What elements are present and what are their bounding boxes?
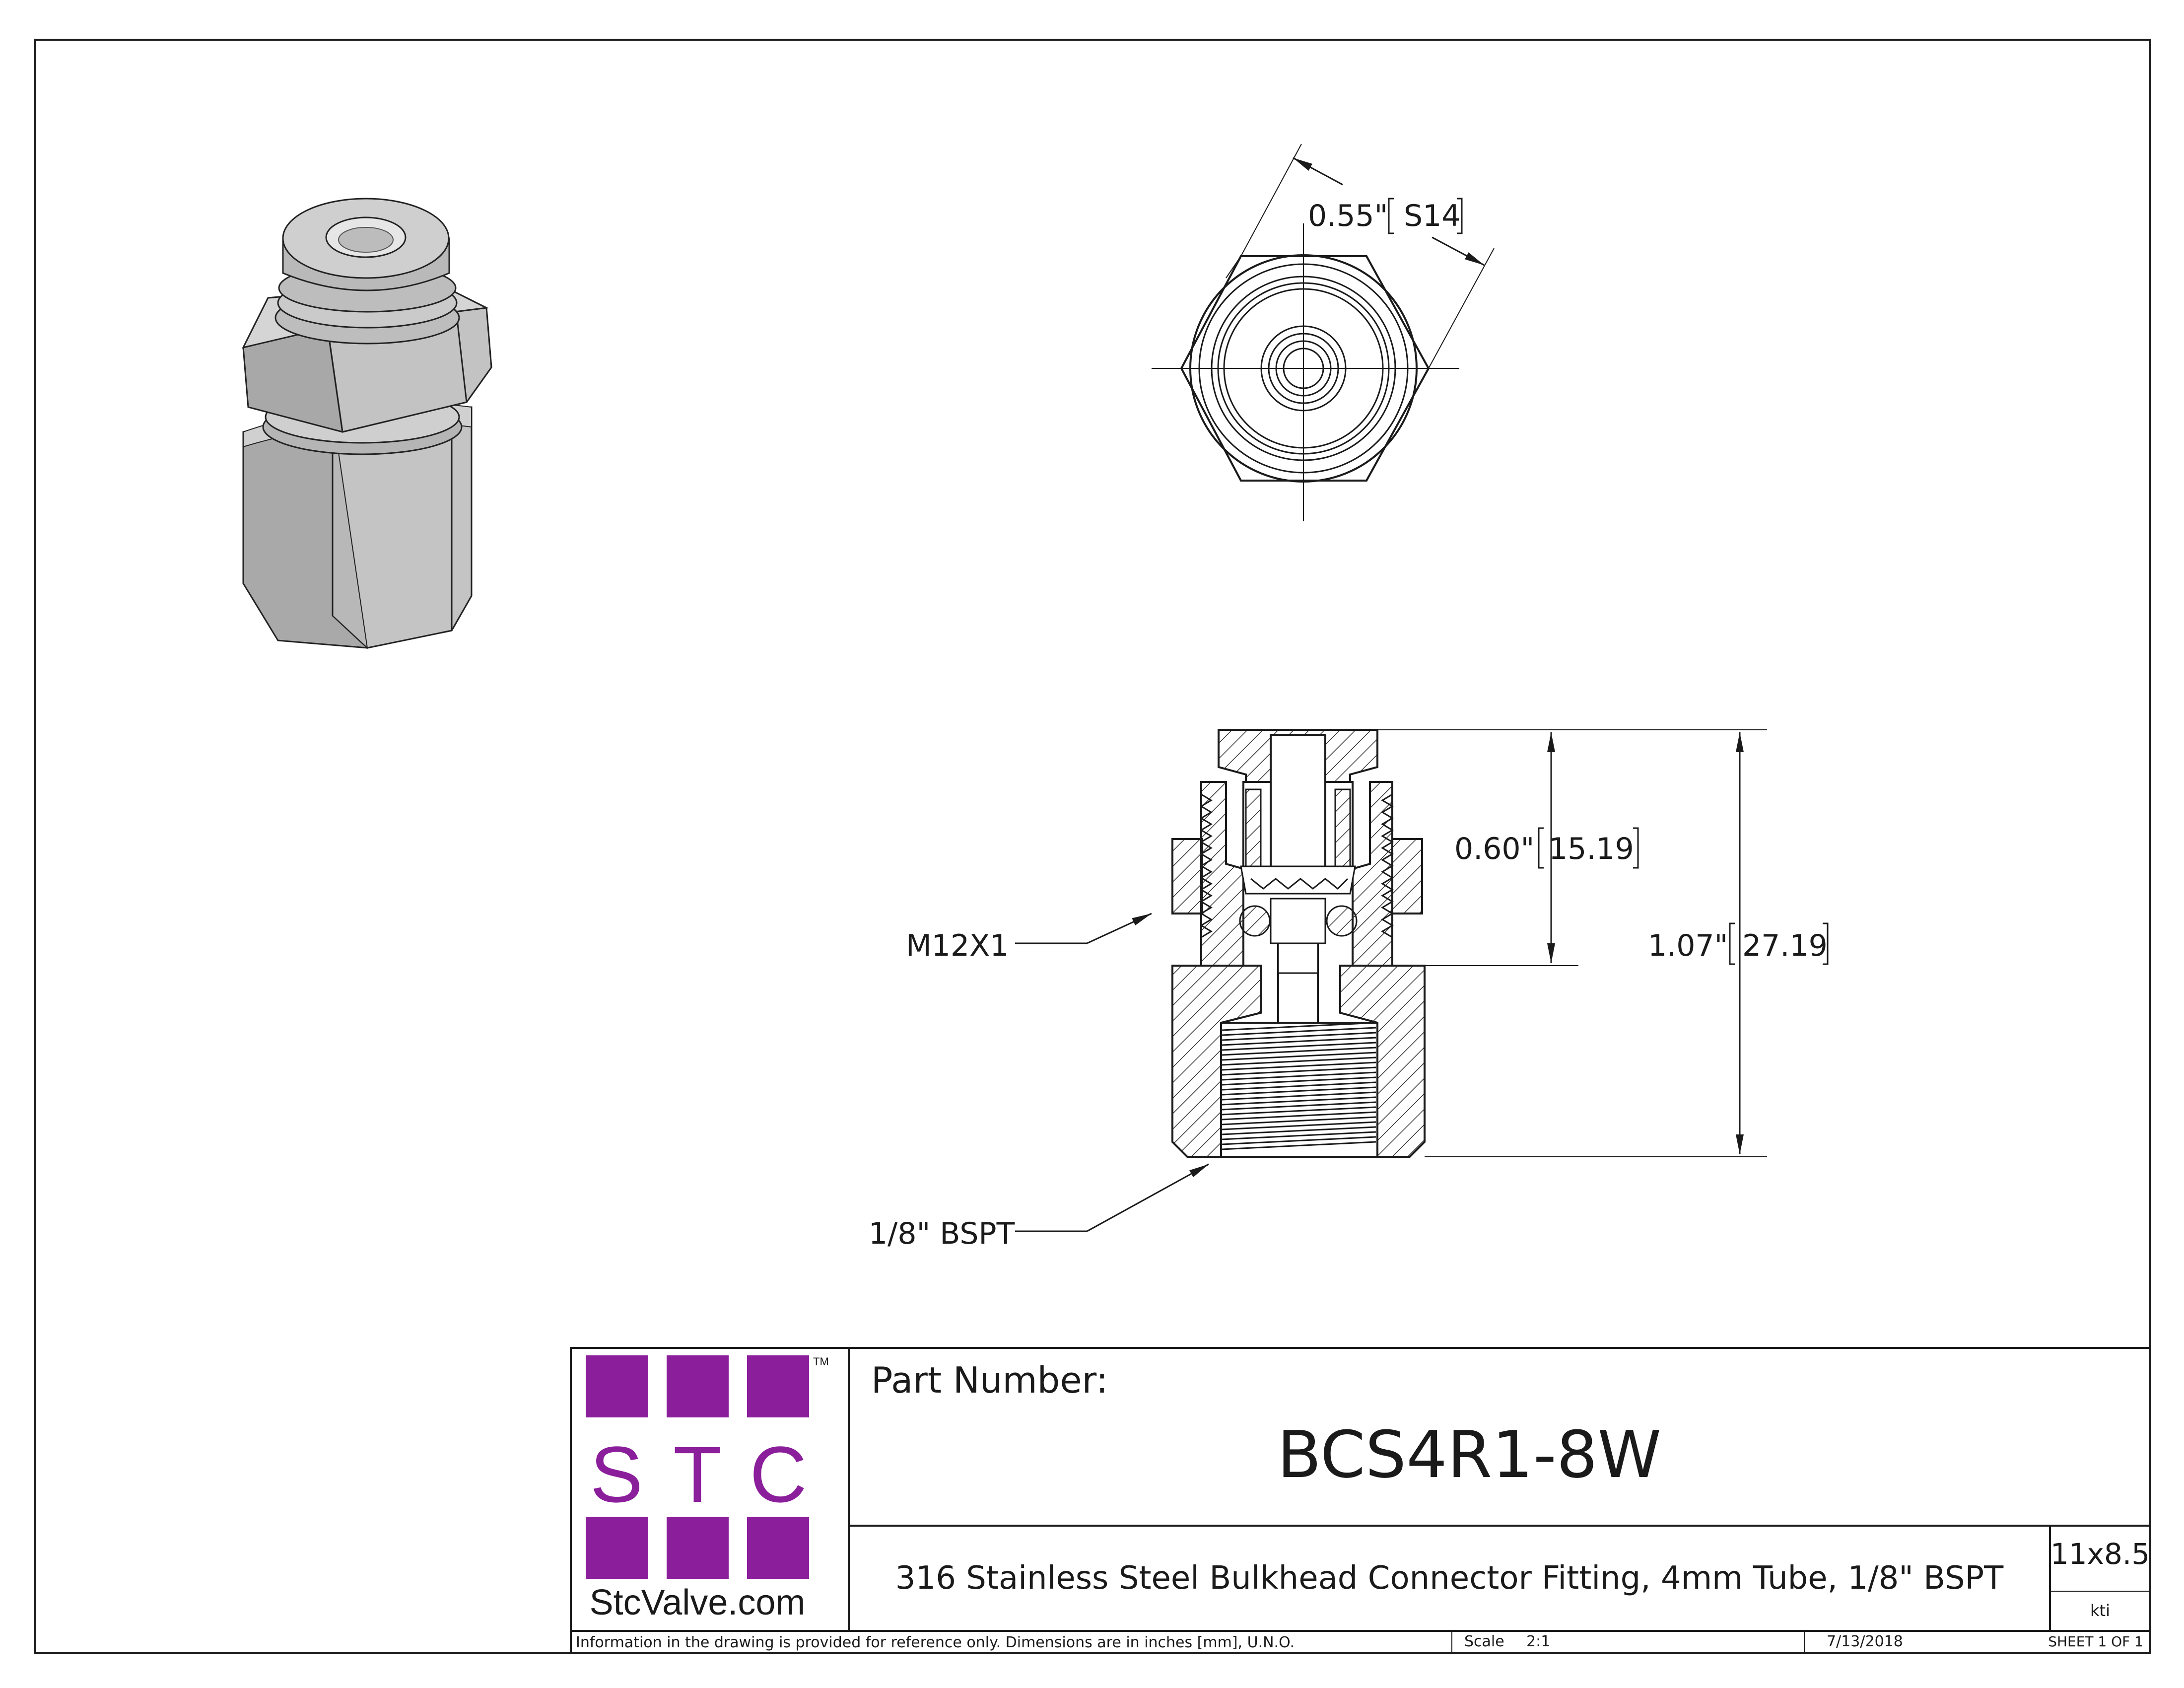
logo-square xyxy=(586,1517,648,1579)
scale-value: 2:1 xyxy=(1526,1633,1550,1650)
drawing-date: 7/13/2018 xyxy=(1827,1633,1903,1650)
short-height-inch: 0.60" xyxy=(1454,832,1534,866)
logo-letter-t: T xyxy=(673,1430,722,1519)
logo-square xyxy=(667,1517,729,1579)
scale-label: Scale xyxy=(1464,1633,1504,1650)
logo-square xyxy=(667,1355,729,1417)
reference-note: Information in the drawing is provided f… xyxy=(576,1634,1295,1651)
logo-square xyxy=(586,1355,648,1417)
thread-upper-label: M12X1 xyxy=(906,928,1009,963)
logo-website: StcValve.com xyxy=(590,1583,806,1622)
thread-lower-label: 1/8" BSPT xyxy=(869,1216,1015,1251)
logo-tm: TM xyxy=(813,1355,829,1368)
logo-letter-c: C xyxy=(750,1430,807,1519)
hex-dim-inch: 0.55" xyxy=(1308,199,1388,233)
isometric-view xyxy=(242,198,492,649)
top-view-dimension: 0.55" S14 xyxy=(1293,157,1485,266)
top-view xyxy=(1152,143,1495,521)
hex-dim-mm: S14 xyxy=(1404,199,1460,233)
section-dimensions: 0.60" 15.19 1.07" 27.19 M12X1 1/8" BSPT xyxy=(869,732,1829,1251)
short-height-mm: 15.19 xyxy=(1549,832,1634,866)
sheet-size: 11x8.5 xyxy=(2050,1537,2150,1571)
drawn-by: kti xyxy=(2090,1601,2110,1620)
logo-square xyxy=(747,1517,809,1579)
overall-height-inch: 1.07" xyxy=(1648,928,1728,963)
logo-square xyxy=(747,1355,809,1417)
logo-letter-s: S xyxy=(590,1430,643,1519)
part-number-label: Part Number: xyxy=(871,1359,1108,1401)
title-block xyxy=(570,1347,2151,1654)
part-number: BCS4R1-8W xyxy=(1277,1417,1661,1492)
section-view xyxy=(1171,729,1767,1158)
sheet-count: SHEET 1 OF 1 xyxy=(2048,1633,2143,1650)
part-description: 316 Stainless Steel Bulkhead Connector F… xyxy=(895,1560,2004,1597)
stc-logo: S T C TM StcValve.com xyxy=(586,1355,829,1622)
overall-height-mm: 27.19 xyxy=(1742,928,1828,963)
